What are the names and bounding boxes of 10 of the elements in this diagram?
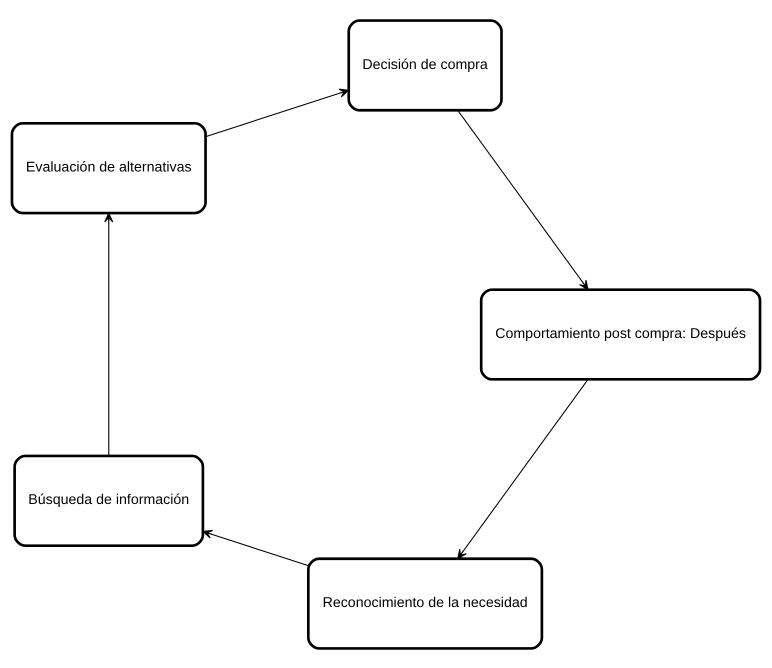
node-box: Búsqueda de información (13, 454, 204, 546)
arrow (206, 88, 350, 137)
arrow (457, 378, 588, 559)
arrow (202, 529, 308, 566)
node-box: Reconocimiento de la necesidad (307, 556, 544, 650)
node-box: Decisión de compra (347, 18, 503, 112)
arrow (457, 110, 588, 290)
node-box: Evaluación de alternativas (10, 122, 207, 214)
node-box: Comportamiento post compra: Después (480, 288, 762, 380)
arrow (104, 212, 114, 456)
